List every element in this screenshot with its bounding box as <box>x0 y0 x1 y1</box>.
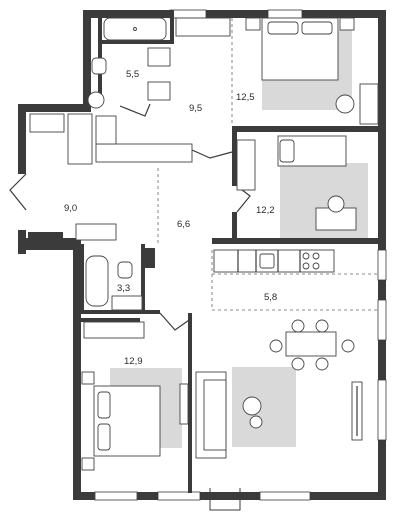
bathroom-2-fixtures <box>85 255 143 311</box>
area-label-bedroom-1: 12,5 <box>236 92 255 103</box>
area-labels: 5,5 9,5 12,5 9,0 6,6 12,2 3,3 5,8 12,9 <box>64 69 277 367</box>
cooktop-burner <box>312 252 320 260</box>
chair <box>291 319 305 333</box>
rug-bedroom-2 <box>280 163 368 243</box>
area-label-bath-2: 3,3 <box>117 283 130 294</box>
area-label-bedroom-2: 12,2 <box>256 205 275 216</box>
chair <box>341 339 355 353</box>
chair <box>335 94 355 114</box>
wardrobe <box>95 115 117 145</box>
dining-table <box>285 331 337 357</box>
wardrobe <box>95 143 193 163</box>
wardrobe <box>175 17 231 37</box>
walls <box>18 9 387 511</box>
coffee-table <box>242 396 262 416</box>
area-label-kitchen: 5,8 <box>264 292 277 303</box>
living-furniture <box>195 319 363 459</box>
bathroom-1-fixtures <box>87 17 171 109</box>
dresser <box>179 383 189 425</box>
area-label-entry: 9,0 <box>64 203 77 214</box>
area-label-hall-upper: 9,5 <box>189 103 202 114</box>
sink <box>111 295 143 311</box>
sink <box>259 253 275 269</box>
wardrobe <box>29 113 65 133</box>
sink <box>147 81 171 101</box>
cooktop-burner <box>312 262 320 270</box>
chair <box>315 319 329 333</box>
rug-living <box>232 367 296 447</box>
cooktop-burner <box>302 262 310 270</box>
chair <box>269 339 283 353</box>
washing-machine <box>87 91 105 109</box>
toilet <box>117 261 133 279</box>
wardrobe <box>83 321 145 339</box>
side-table <box>249 415 263 429</box>
kitchen-fixtures <box>213 249 335 273</box>
desk <box>359 83 379 125</box>
wardrobe <box>75 223 117 241</box>
zone-dividers <box>157 18 378 311</box>
sink <box>147 47 171 67</box>
bedroom-2-furniture <box>277 135 357 231</box>
area-label-bedroom-3: 12,9 <box>124 356 143 367</box>
cooktop-burner <box>302 252 310 260</box>
wardrobe <box>67 113 93 165</box>
area-label-corridor: 6,6 <box>177 219 190 230</box>
chair <box>327 195 345 213</box>
bedroom-1-furniture <box>245 17 379 125</box>
bedroom-3-furniture <box>81 371 189 471</box>
bathtub <box>85 255 109 307</box>
wardrobes <box>29 17 256 339</box>
toilet <box>91 57 107 75</box>
area-label-bath-1: 5,5 <box>126 69 139 80</box>
chair <box>315 357 329 371</box>
wardrobe <box>236 139 256 191</box>
chair <box>291 357 305 371</box>
